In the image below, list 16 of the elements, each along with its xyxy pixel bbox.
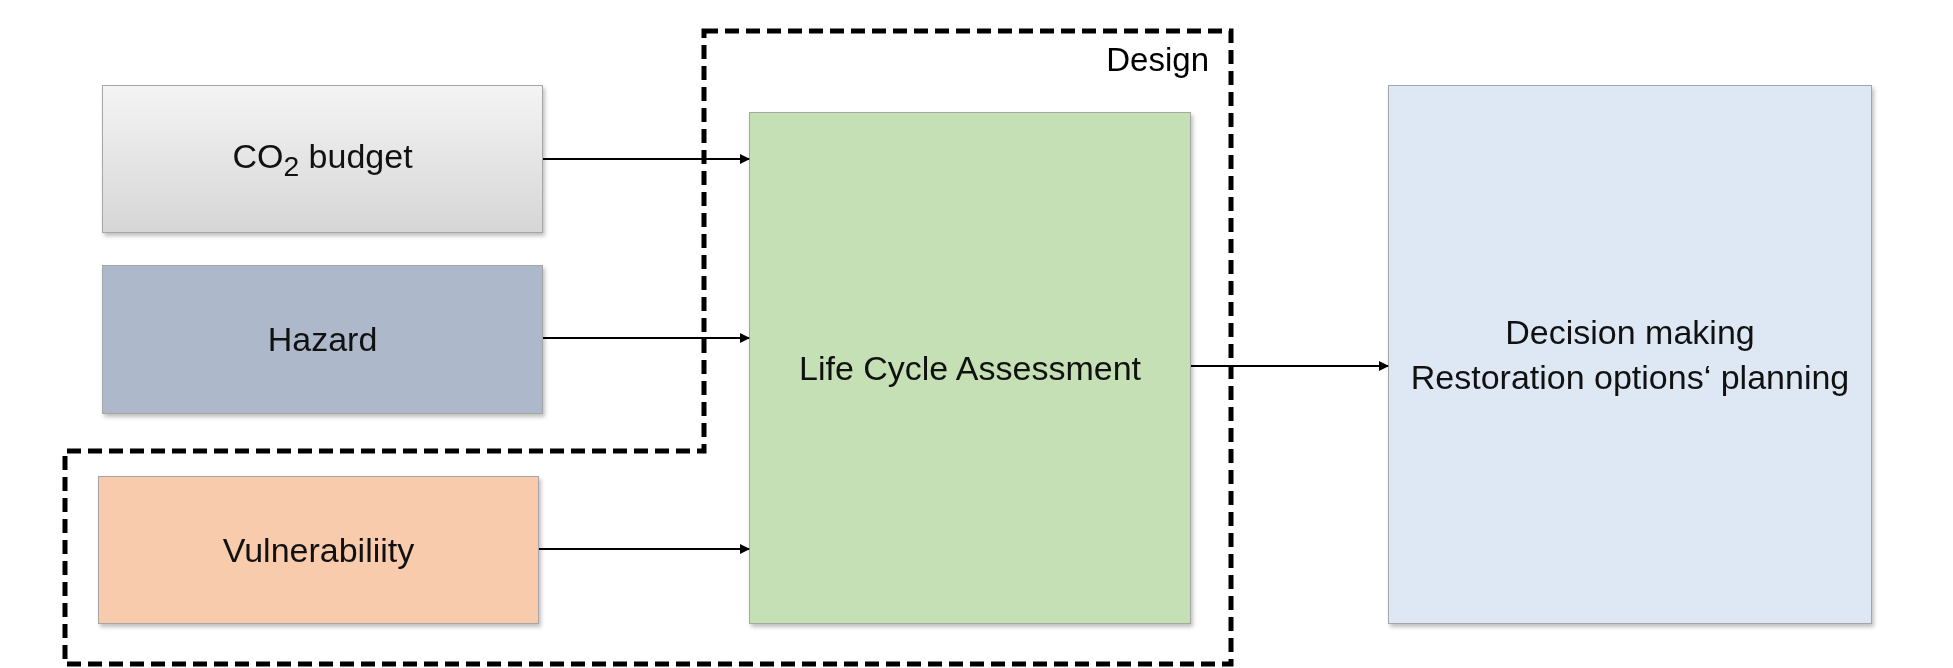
box-label: Decision making xyxy=(1505,312,1755,354)
arrow xyxy=(1190,361,1389,371)
arrow xyxy=(538,544,750,554)
box-label: Life Cycle Assessment xyxy=(799,347,1141,389)
box-label: Restoration options‘ planning xyxy=(1410,356,1850,398)
box-label: Vulnerabiliity xyxy=(222,529,415,571)
arrow xyxy=(542,333,750,343)
box-label: CO$_{2}$ budget xyxy=(232,135,413,184)
region-label: Design xyxy=(1106,41,1209,79)
box-label: Hazard xyxy=(267,319,378,361)
arrow xyxy=(542,154,750,164)
process-box xyxy=(102,265,543,414)
process-box xyxy=(102,85,543,233)
process-box xyxy=(1388,85,1872,624)
process-box xyxy=(98,476,539,624)
process-box xyxy=(749,112,1191,624)
